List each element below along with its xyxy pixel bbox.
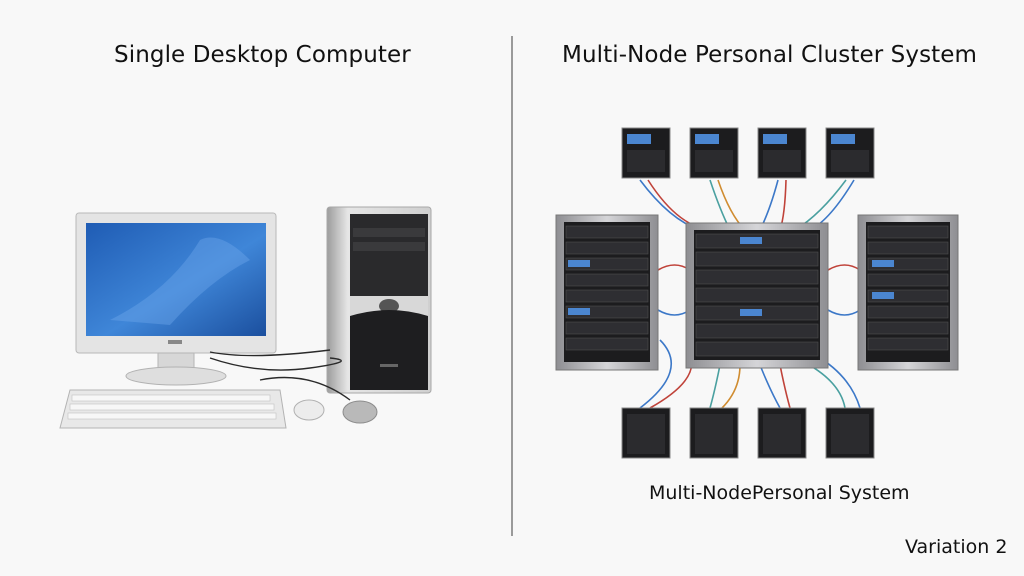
right-panel-title: Multi-Node Personal Cluster System [562,42,978,68]
network-switch-icon [757,407,807,459]
network-switch-icon [825,407,875,459]
network-switch-icon [621,127,671,179]
network-switch-icon [621,407,671,459]
cluster-caption: Multi-NodePersonal System [649,482,910,504]
bottom-switches [621,407,875,459]
monitor-icon [75,212,277,386]
mouse-icon [342,400,378,424]
network-switch-icon [757,127,807,179]
keyboard-icon [59,389,287,429]
mouse-icon [293,399,325,421]
network-switch-icon [825,127,875,179]
server-rack-icon [685,222,829,369]
server-rack-icon [555,214,659,371]
desktop-computer-illustration [59,206,432,429]
cluster-illustration [555,127,959,459]
cables [209,349,351,401]
tower-icon [326,206,432,394]
variation-label: Variation 2 [905,536,1008,558]
server-rack-icon [857,214,959,371]
network-switch-icon [689,407,739,459]
network-switch-icon [689,127,739,179]
panel-divider [511,36,513,536]
left-panel-title: Single Desktop Computer [114,42,411,68]
top-switches [621,127,875,179]
